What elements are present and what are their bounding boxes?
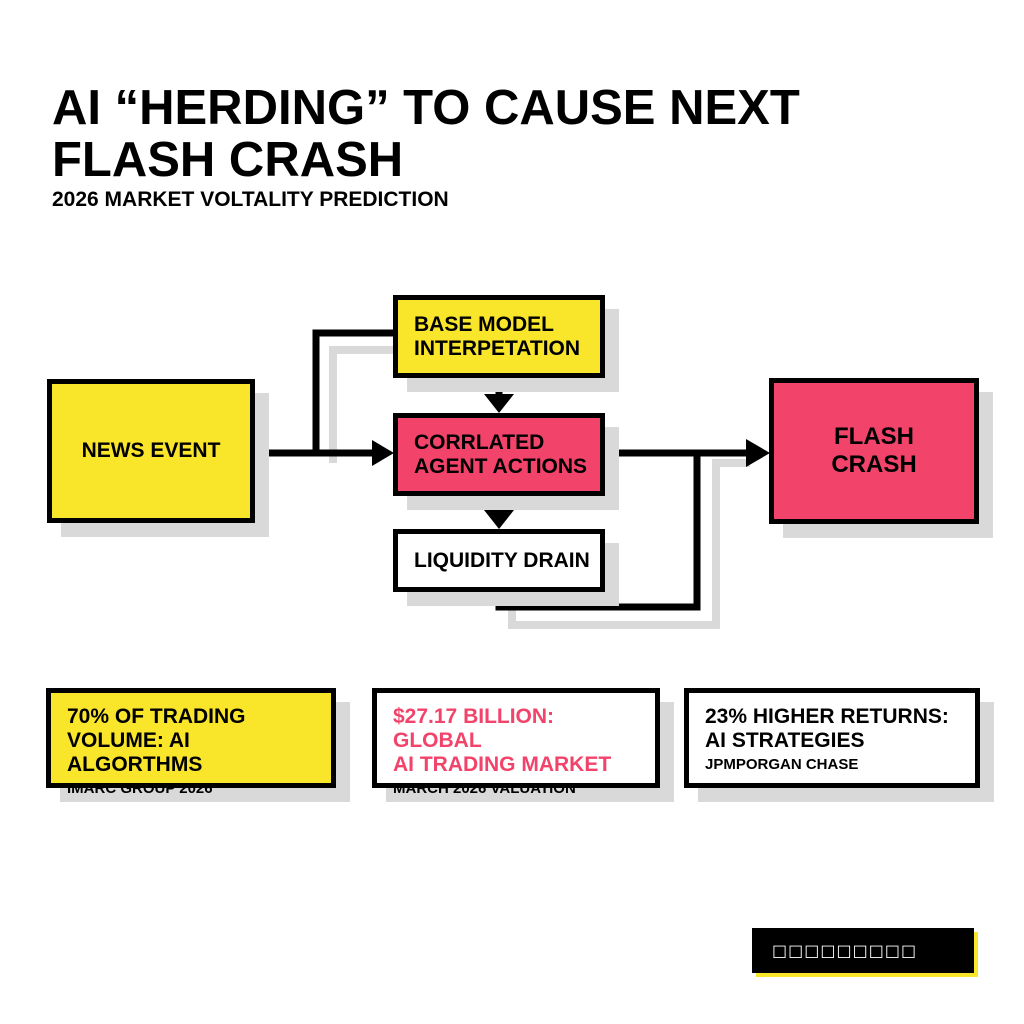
arrowhead-corr-left [372, 440, 394, 466]
node-base-model-interpretation: BASE MODEL INTERPETATION [393, 295, 605, 378]
node-correlated-label-2: AGENT ACTIONS [414, 454, 588, 478]
stat-3-source: JPMPORGAN CHASE [705, 756, 859, 773]
shadow-liquidity-loop [508, 459, 750, 629]
connector-shadows [329, 346, 750, 629]
node-base-model-label-1: BASE MODEL [414, 312, 555, 336]
edge-liq-to-flash [495, 453, 701, 611]
footer-badge: □□□□□□□□□ [752, 928, 974, 973]
stat-card-trading-volume: 70% OF TRADING VOLUME: AI ALGORTHMS IMAR… [46, 688, 336, 797]
title-line-2: FLASH CRASH [52, 133, 404, 187]
stat-3-headline-2: AI STRATEGIES [705, 729, 865, 752]
node-flash-crash: FLASH CRASH [769, 378, 979, 524]
node-news-event: NEWS EVENT [47, 379, 255, 523]
page-title: AI “HERDING” TO CAUSE NEXT FLASH CRASH [52, 82, 952, 186]
footer-badge-text: □□□□□□□□□ [772, 941, 918, 960]
stat-card-higher-returns: 23% HIGHER RETURNS: AI STRATEGIES JPMPOR… [684, 688, 980, 788]
stat-1-source: IMARC GROUP 2026 [67, 780, 213, 797]
stat-1-headline-2: VOLUME: AI ALGORTHMS [67, 729, 203, 776]
node-flash-label-1: FLASH [834, 423, 914, 450]
arrowhead-corr-top [484, 394, 514, 413]
stat-1-headline-1: 70% OF TRADING [67, 705, 246, 728]
shadow-news-to-base [329, 346, 395, 463]
title-line-1: AI “HERDING” TO CAUSE NEXT [52, 81, 800, 135]
node-base-model-label-2: INTERPETATION [414, 336, 581, 360]
node-correlated-agent-actions: CORRLATED AGENT ACTIONS [393, 413, 605, 496]
arrowhead-flash [746, 439, 770, 467]
stat-2-headline-1: $27.17 BILLION: GLOBAL [393, 705, 555, 752]
arrowheads [372, 394, 770, 529]
arrowhead-liq-top [484, 510, 514, 529]
stat-card-market-size: $27.17 BILLION: GLOBAL AI TRADING MARKET… [372, 688, 660, 797]
stat-2-headline-2: AI TRADING MARKET [393, 753, 612, 776]
node-news-event-label: NEWS EVENT [81, 439, 221, 462]
stat-2-source: MARCH 2026 VALUATION [393, 780, 576, 797]
stat-3-headline-1: 23% HIGHER RETURNS: [705, 705, 949, 728]
node-flash-label-2: CRASH [831, 451, 917, 478]
node-liquidity-label: LIQUIDITY DRAIN [414, 548, 590, 572]
node-correlated-label-1: CORRLATED [414, 430, 545, 454]
edge-news-to-base [312, 329, 393, 453]
page-subtitle: 2026 MARKET VOLTALITY PREDICTION [52, 188, 449, 211]
node-liquidity-drain: LIQUIDITY DRAIN [393, 529, 605, 592]
